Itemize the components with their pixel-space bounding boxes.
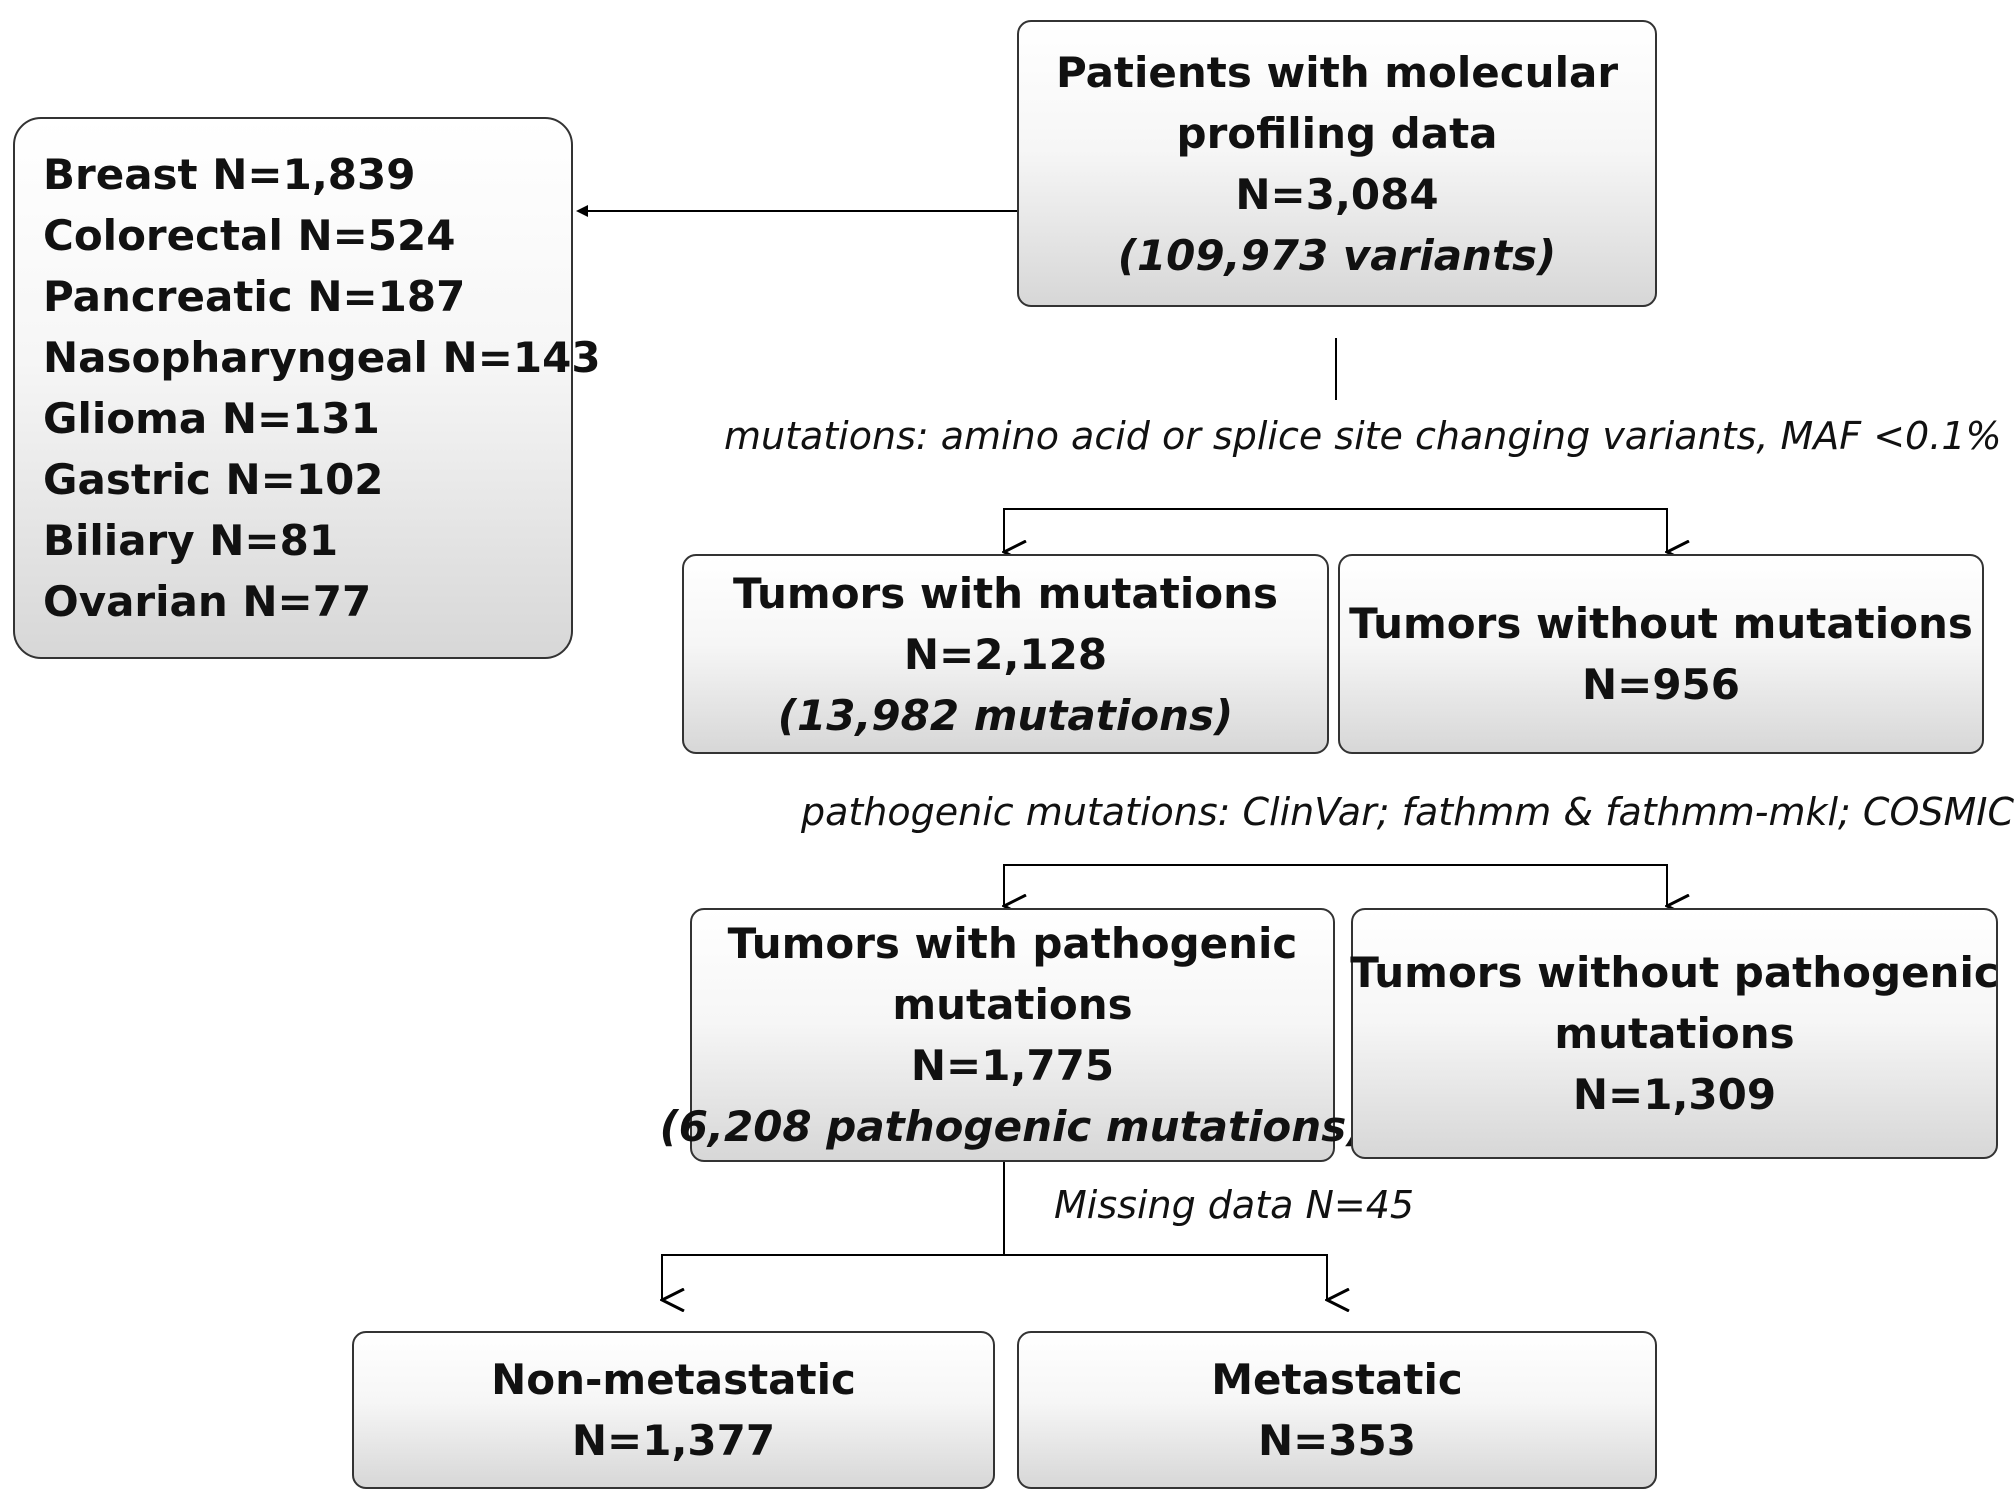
metastatic-count: N=353 [1257,1416,1416,1465]
with-mutations-detail: (13,982 mutations) [777,690,1234,740]
mutations-filter-label: mutations: amino acid or splice site cha… [724,414,2002,458]
without-mutations-count: N=956 [1581,660,1740,709]
without-mutations-box: Tumors without mutations N=956 [1338,554,1984,754]
with-pathogenic-count: N=1,775 [910,1041,1115,1090]
patients-line-2: profiling data [1176,108,1498,158]
with-mutations-box: Tumors with mutations N=2,128 (13,982 mu… [682,554,1329,754]
cancer-type-nasopharyngeal: Nasopharyngeal N=143 [43,333,601,382]
with-pathogenic-box: Tumors with pathogenic mutations N=1,775… [660,908,1365,1162]
cancer-types-box: Breast N=1,839 Colorectal N=524 Pancreat… [13,117,601,659]
with-pathogenic-title-2: mutations [892,980,1133,1029]
cancer-type-biliary: Biliary N=81 [43,516,339,565]
with-pathogenic-detail: (6,208 pathogenic mutations) [659,1102,1366,1151]
branch-pathogenic [1003,864,1668,906]
non-metastatic-box: Non-metastatic N=1,377 [352,1331,995,1489]
metastatic-box: Metastatic N=353 [1017,1331,1657,1489]
cancer-type-ovarian: Ovarian N=77 [43,577,372,626]
cancer-type-colorectal: Colorectal N=524 [43,211,456,260]
pathogenic-filter-label: pathogenic mutations: ClinVar; fathmm & … [801,790,2014,834]
patients-variants: (109,973 variants) [1117,230,1557,280]
with-mutations-count: N=2,128 [903,629,1108,679]
cancer-type-pancreatic: Pancreatic N=187 [43,272,466,321]
with-mutations-title: Tumors with mutations [733,568,1278,618]
without-mutations-title: Tumors without mutations [1349,599,1973,648]
with-pathogenic-title-1: Tumors with pathogenic [727,919,1298,968]
without-pathogenic-count: N=1,309 [1572,1070,1777,1119]
patients-line-1: Patients with molecular [1055,47,1619,97]
non-metastatic-count: N=1,377 [571,1416,776,1465]
without-pathogenic-box: Tumors without pathogenic mutations N=1,… [1350,908,1999,1159]
metastatic-title: Metastatic [1211,1355,1463,1404]
missing-data-label: Missing data N=45 [1054,1183,1415,1227]
cancer-type-glioma: Glioma N=131 [43,394,380,443]
patients-box: Patients with molecular profiling data N… [1017,20,1657,307]
non-metastatic-title: Non-metastatic [491,1355,856,1404]
branch-metastasis [661,1254,1328,1300]
cancer-type-gastric: Gastric N=102 [43,455,384,504]
branch-mutations [1003,508,1668,552]
cancer-type-breast: Breast N=1,839 [43,150,416,199]
without-pathogenic-title-1: Tumors without pathogenic [1350,948,1999,997]
without-pathogenic-title-2: mutations [1554,1009,1795,1058]
patients-count: N=3,084 [1235,169,1439,219]
